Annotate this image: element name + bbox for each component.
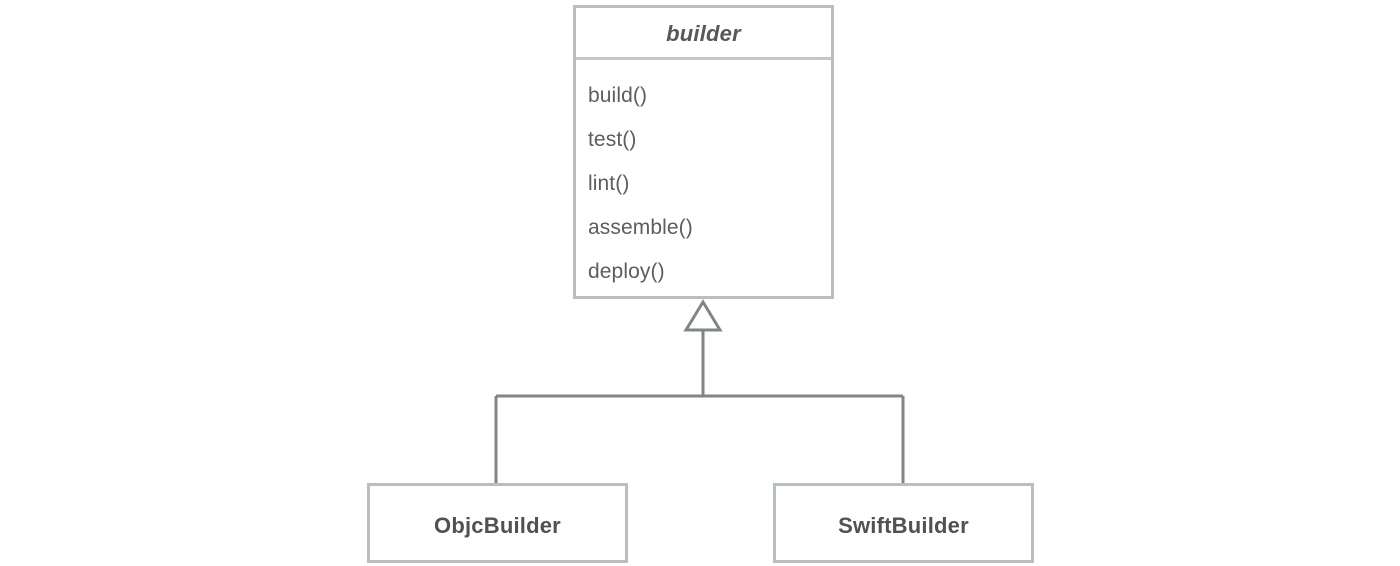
method-item: lint(): [588, 172, 630, 195]
method-item: deploy(): [588, 260, 665, 283]
class-name-objcbuilder: ObjcBuilder: [434, 513, 561, 538]
class-name-swiftbuilder: SwiftBuilder: [838, 513, 969, 538]
hollow-triangle-icon: [683, 299, 723, 332]
class-box-swiftbuilder[interactable]: SwiftBuilder: [773, 483, 1034, 563]
method-item: build(): [588, 84, 648, 107]
method-item: assemble(): [588, 216, 693, 239]
class-box-builder[interactable]: builder build() test() lint() assemble()…: [573, 5, 834, 299]
method-item: test(): [588, 128, 637, 151]
method-list: build() test() lint() assemble() deploy(…: [576, 60, 831, 304]
class-box-objcbuilder[interactable]: ObjcBuilder: [367, 483, 628, 563]
class-name-builder: builder: [576, 8, 831, 60]
